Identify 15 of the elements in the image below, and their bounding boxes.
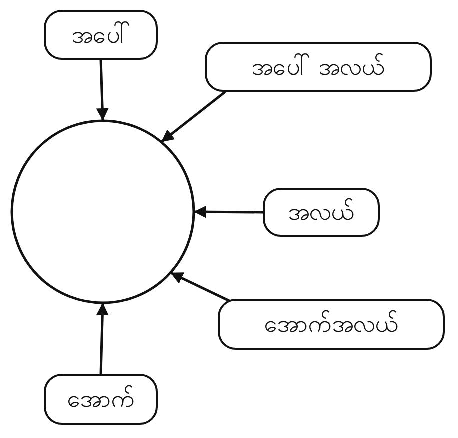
label-text: အလယ် <box>288 198 355 227</box>
label-box <box>44 374 158 425</box>
arrow <box>170 272 232 304</box>
label-box <box>205 42 432 92</box>
label-box <box>44 10 158 60</box>
label-text: အောက် <box>67 385 135 414</box>
label-box <box>218 299 445 350</box>
arrow <box>96 302 109 374</box>
label-text: အောက်အလယ် <box>264 310 399 339</box>
label-text: အပေါ် အလယ် <box>252 52 386 82</box>
arrow <box>194 206 263 218</box>
label-box <box>263 188 380 237</box>
arrow <box>96 60 109 122</box>
arrow <box>160 91 226 144</box>
label-text: အပေါ် <box>72 20 130 50</box>
